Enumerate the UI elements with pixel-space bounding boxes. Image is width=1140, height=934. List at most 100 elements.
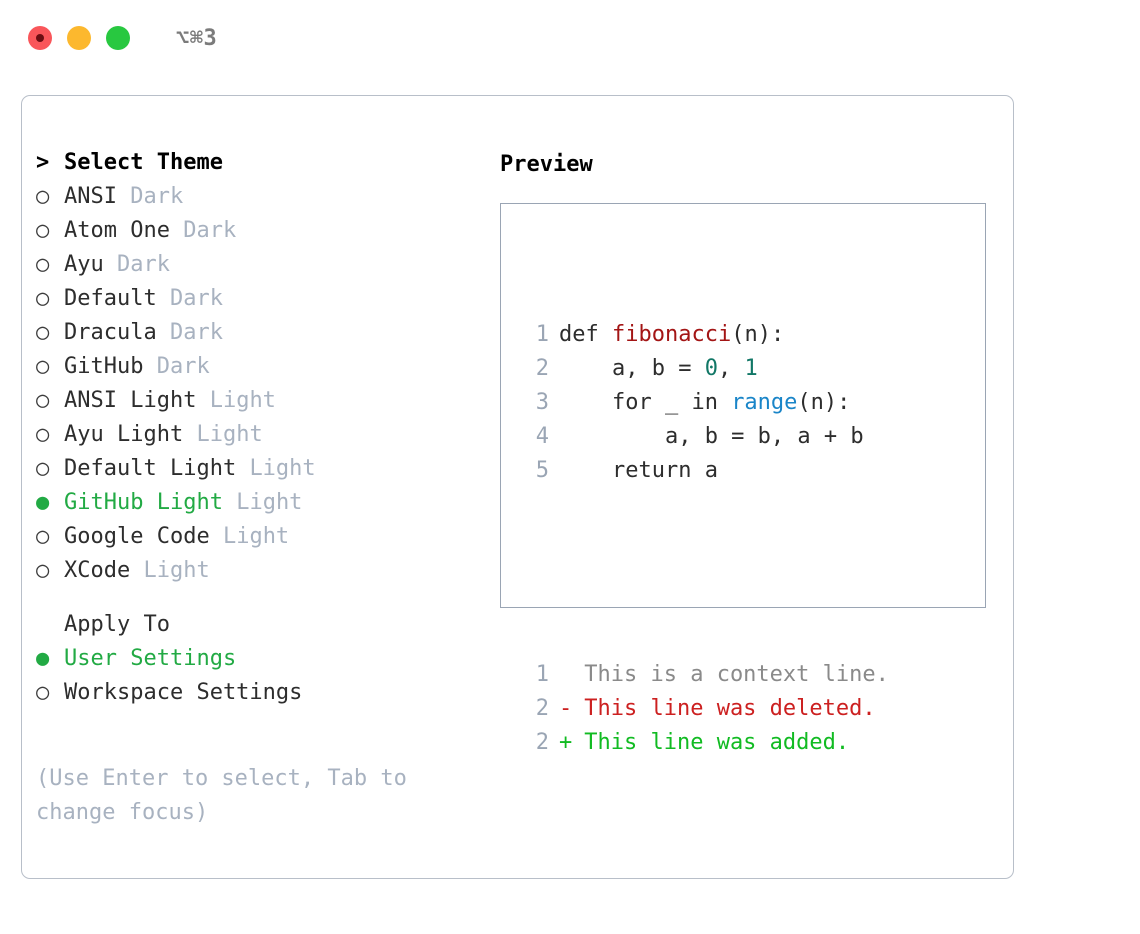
code-line: 3 for _ in range(n):	[523, 386, 889, 420]
apply-to-bullet-placeholder: ○	[36, 612, 64, 637]
code-line-number: 3	[535, 390, 549, 415]
theme-list-item[interactable]: ○Default Dark	[36, 286, 466, 320]
diff-marker: +	[559, 730, 573, 755]
diff-line-text: This is a context line.	[571, 662, 889, 687]
code-line-text: a, b = b, a + b	[549, 420, 864, 454]
theme-variant-badge: Dark	[156, 354, 210, 379]
code-line-number: 4	[535, 424, 549, 449]
code-token-call: range	[731, 390, 798, 415]
theme-list-item[interactable]: ○ GitHub Dark	[36, 354, 466, 388]
radio-selected-icon[interactable]: ●	[36, 490, 50, 515]
minimize-button[interactable]	[67, 26, 91, 50]
radio-unselected-icon[interactable]: ○	[36, 422, 50, 447]
theme-name-label: GitHub	[64, 354, 144, 379]
theme-list-item[interactable]: ○Dracula Dark	[36, 320, 466, 354]
theme-name-label: Atom One	[64, 218, 170, 243]
code-token-plain: for _ in	[559, 390, 732, 415]
diff-line-deleted: 2- This line was deleted.	[523, 692, 889, 726]
theme-variant-badge: Light	[196, 422, 263, 447]
close-button[interactable]	[28, 26, 52, 50]
theme-variant-badge: Dark	[117, 252, 170, 277]
radio-unselected-icon[interactable]: ○	[36, 680, 50, 705]
diff-line-number: 1	[535, 662, 549, 687]
diff-lines: 1 This is a context line.2- This line wa…	[523, 658, 889, 760]
radio-unselected-icon[interactable]: ○	[36, 558, 50, 583]
code-token-plain: (n):	[797, 390, 851, 415]
select-theme-heading-label: Select Theme	[64, 150, 223, 175]
radio-unselected-icon[interactable]: ○	[36, 456, 50, 481]
radio-selected-icon[interactable]: ●	[36, 646, 50, 671]
theme-name-label: Ayu	[64, 252, 104, 277]
apply-to-option-label: Workspace Settings	[64, 680, 303, 705]
code-token-plain: ,	[717, 356, 745, 381]
theme-list[interactable]: ○ANSI Dark○Atom One Dark○Ayu Dark○Defaul…	[36, 184, 466, 592]
theme-name-label: GitHub Light	[64, 490, 223, 515]
diff-marker: -	[559, 696, 573, 721]
code-token-plain: a, b =	[559, 356, 705, 381]
diff-line-context: 1 This is a context line.	[523, 658, 889, 692]
preview-heading: Preview	[500, 152, 593, 177]
title-bar: ⌥⌘3	[0, 0, 1140, 76]
theme-list-item[interactable]: ○XCode Light	[36, 558, 466, 592]
radio-unselected-icon[interactable]: ○	[36, 286, 50, 311]
radio-unselected-icon[interactable]: ○	[36, 388, 50, 413]
diff-line-number: 2	[535, 696, 549, 721]
code-line-text: return a	[549, 454, 718, 488]
theme-list-item[interactable]: ○ANSI Dark	[36, 184, 466, 218]
theme-list-item[interactable]: ● GitHub Light Light	[36, 490, 466, 524]
theme-list-item[interactable]: ○ Atom One Dark	[36, 218, 466, 252]
window-controls	[28, 26, 130, 50]
theme-variant-badge: Light	[222, 524, 290, 549]
select-theme-heading: > Select Theme	[36, 150, 466, 184]
theme-variant-badge: Dark	[183, 218, 237, 243]
prompt-caret-icon: >	[36, 150, 50, 175]
theme-list-item[interactable]: ○ Default Light Light	[36, 456, 466, 490]
radio-unselected-icon[interactable]: ○	[36, 524, 50, 549]
radio-unselected-icon[interactable]: ○	[36, 252, 50, 277]
apply-to-option[interactable]: ●User Settings	[36, 646, 466, 680]
code-line-number: 5	[535, 458, 549, 483]
diff-marker	[549, 658, 571, 692]
code-line: 2 a, b = 0, 1	[523, 352, 889, 386]
theme-name-label: Ayu Light	[64, 422, 184, 447]
diff-line-number: 2	[535, 730, 549, 755]
theme-name-label: Default Light	[64, 456, 237, 481]
preview-column: Preview	[500, 150, 990, 184]
diff-line-text: This line was added.	[571, 730, 850, 755]
apply-to-label: Apply To	[64, 612, 170, 637]
apply-to-option[interactable]: ○ Workspace Settings	[36, 680, 466, 714]
theme-variant-badge: Dark	[169, 286, 223, 311]
code-token-func: fibonacci	[611, 322, 732, 347]
radio-unselected-icon[interactable]: ○	[36, 184, 50, 209]
code-line-text: def fibonacci(n):	[549, 318, 784, 352]
theme-name-label: ANSI Light	[64, 388, 197, 413]
radio-unselected-icon[interactable]: ○	[36, 320, 50, 345]
maximize-button[interactable]	[106, 26, 130, 50]
theme-name-label: XCode	[64, 558, 131, 583]
theme-name-label: ANSI	[64, 184, 117, 209]
code-line-number: 2	[535, 356, 549, 381]
radio-unselected-icon[interactable]: ○	[36, 354, 50, 379]
keyboard-shortcut-label: ⌥⌘3	[176, 25, 218, 51]
theme-picker-column: >Select Theme ○ANSI Dark○Atom One Dark○A…	[36, 150, 466, 714]
code-token-plain: (n):	[731, 322, 785, 347]
apply-to-heading: ○Apply To	[36, 612, 466, 646]
theme-list-item[interactable]: ○Google Code Light	[36, 524, 466, 558]
theme-list-item[interactable]: ○ Ayu Dark	[36, 252, 466, 286]
theme-variant-badge: Light	[236, 490, 303, 515]
diff-line-added: 2 + This line was added.	[523, 726, 889, 760]
theme-list-item[interactable]: ○ANSI Light Light	[36, 388, 466, 422]
apply-to-options[interactable]: ●User Settings○ Workspace Settings	[36, 646, 466, 714]
radio-unselected-icon[interactable]: ○	[36, 218, 50, 243]
code-line-text: a, b = 0, 1	[549, 352, 758, 386]
theme-list-item[interactable]: ○ Ayu Light Light	[36, 422, 466, 456]
code-diff-separator	[523, 556, 889, 590]
theme-variant-badge: Light	[249, 456, 316, 481]
code-line-text: for _ in range(n):	[549, 386, 850, 420]
theme-variant-badge: Dark	[169, 320, 223, 345]
